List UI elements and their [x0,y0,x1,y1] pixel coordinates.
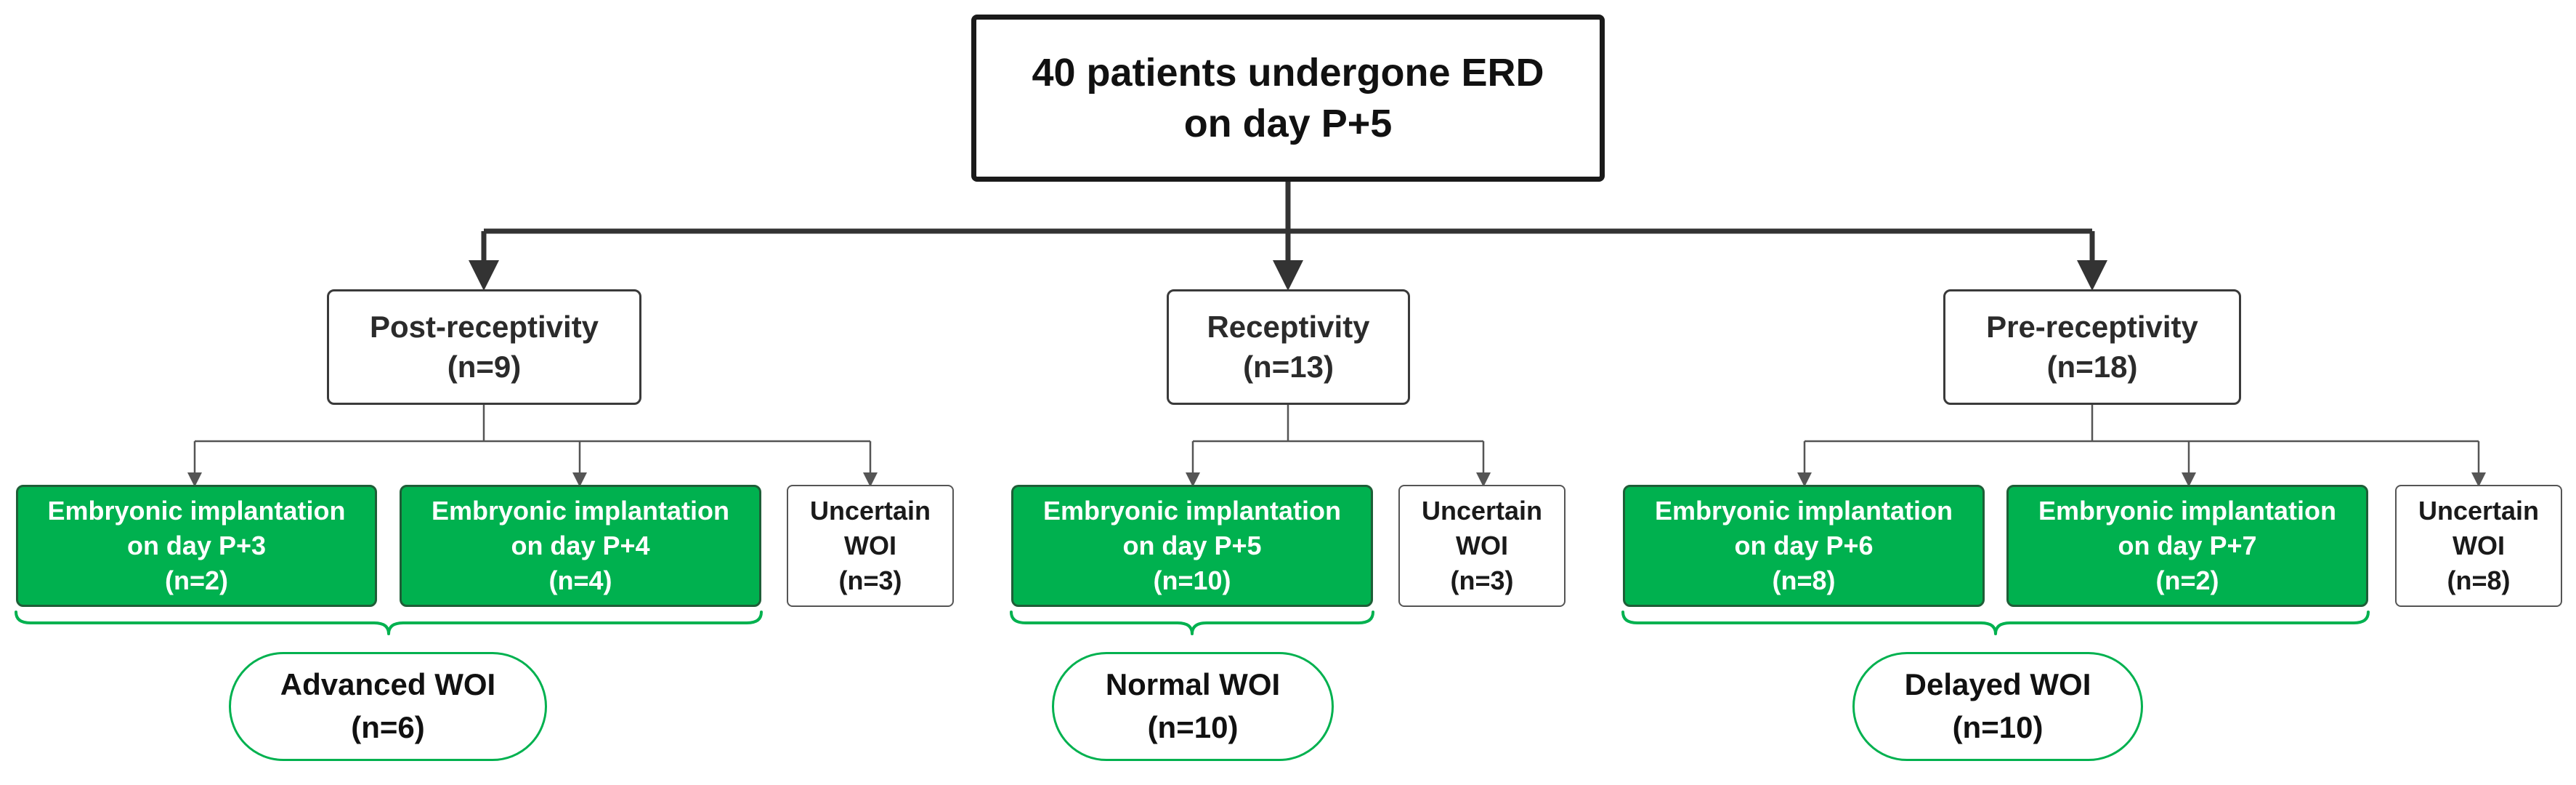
uncertain-count: (n=3) [1450,565,1514,595]
brace-delayed [1621,611,2370,635]
group-box-pre-receptivity: Pre-receptivity (n=18) [1943,289,2241,405]
uncertain-line2: WOI [1456,531,1508,561]
implant-count: (n=8) [1772,565,1836,595]
group-connectors [187,405,2486,487]
uncertain-count: (n=8) [2447,565,2511,595]
uncertain-line1: Uncertain [1421,496,1543,526]
woi-box-delayed: Delayed WOI (n=10) [1852,652,2143,761]
implant-line1: Embryonic implantation [47,496,346,526]
uncertain-box-receptivity: Uncertain WOI (n=3) [1398,485,1566,607]
implant-box-p7: Embryonic implantation on day P+7 (n=2) [2006,485,2368,607]
implant-line2: on day P+7 [2118,531,2257,561]
group-label: Receptivity [1207,309,1370,344]
implant-line1: Embryonic implantation [431,496,730,526]
woi-box-advanced: Advanced WOI (n=6) [229,652,547,761]
implant-count: (n=10) [1153,565,1231,595]
implant-box-p6: Embryonic implantation on day P+6 (n=8) [1623,485,1985,607]
woi-label: Normal WOI [1105,667,1281,702]
group-label: Post-receptivity [369,309,599,344]
uncertain-line1: Uncertain [2418,496,2540,526]
implant-count: (n=4) [548,565,612,595]
implant-count: (n=2) [164,565,228,595]
group-count: (n=18) [2046,349,2138,384]
implant-count: (n=2) [2155,565,2219,595]
woi-label: Advanced WOI [280,667,496,702]
implant-line1: Embryonic implantation [1042,496,1342,526]
brace-advanced [15,611,763,635]
group-label: Pre-receptivity [1986,309,2198,344]
implant-box-p4: Embryonic implantation on day P+4 (n=4) [400,485,761,607]
uncertain-box-pre: Uncertain WOI (n=8) [2395,485,2562,607]
implant-line2: on day P+6 [1734,531,1874,561]
implant-line1: Embryonic implantation [2038,496,2337,526]
woi-box-normal: Normal WOI (n=10) [1052,652,1334,761]
uncertain-line2: WOI [844,531,896,561]
group-box-post-receptivity: Post-receptivity (n=9) [327,289,641,405]
group-count: (n=13) [1243,349,1334,384]
implant-line2: on day P+5 [1122,531,1262,561]
root-box: 40 patients undergone ERD on day P+5 [971,15,1605,182]
woi-count: (n=10) [1147,710,1239,744]
root-line2: on day P+5 [1183,102,1393,145]
brace-normal [1010,611,1374,635]
implant-line2: on day P+3 [126,531,267,561]
root-line1: 40 patients undergone ERD [1032,50,1544,94]
root-connector [469,182,2107,291]
woi-count: (n=10) [1952,710,2044,744]
uncertain-count: (n=3) [838,565,902,595]
woi-label: Delayed WOI [1904,667,2091,702]
group-box-receptivity: Receptivity (n=13) [1167,289,1410,405]
implant-line1: Embryonic implantation [1654,496,1953,526]
uncertain-line1: Uncertain [809,496,931,526]
implant-box-p3: Embryonic implantation on day P+3 (n=2) [16,485,377,607]
uncertain-box-post: Uncertain WOI (n=3) [787,485,954,607]
group-count: (n=9) [447,349,522,384]
implant-line2: on day P+4 [511,531,650,561]
uncertain-line2: WOI [2453,531,2505,561]
woi-count: (n=6) [351,710,425,744]
implant-box-p5: Embryonic implantation on day P+5 (n=10) [1011,485,1373,607]
